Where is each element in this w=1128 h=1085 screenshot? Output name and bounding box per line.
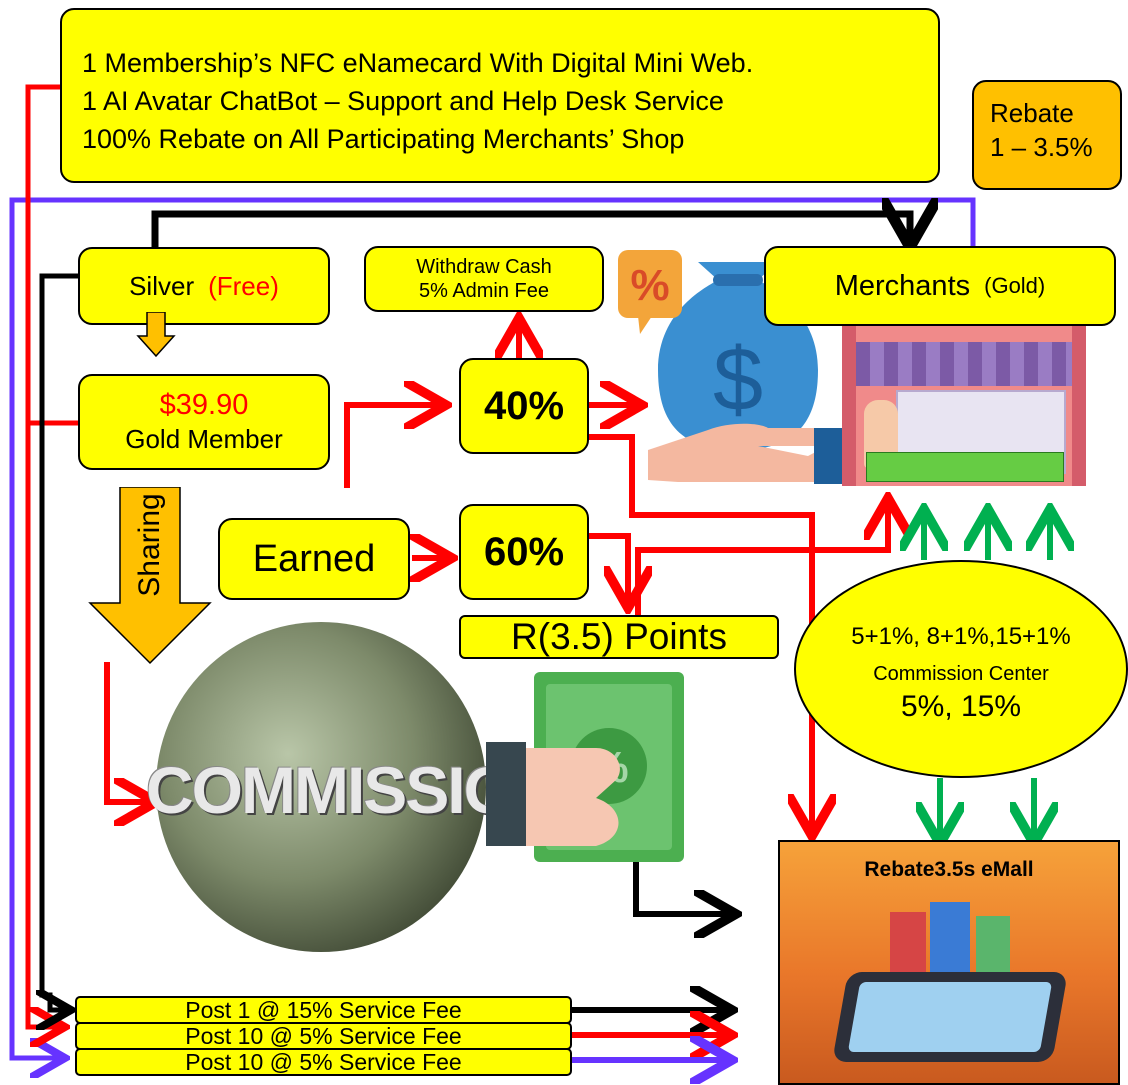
pct-60-label: 60% [483,529,565,574]
shop-front-icon [842,326,1086,486]
sharing-label: Sharing [133,493,166,597]
merchants-tier: (Gold) [984,273,1046,298]
pct-40-box: 40% [459,358,589,454]
gold-to-40-line [344,405,440,488]
money-ball-icon [156,622,486,952]
commission-center-label: Commission Center [873,662,1049,685]
commission-center-ellipse: 5+1%, 8+1%,15+1% Commission Center 5%, 1… [794,560,1128,778]
black-l-arrow [633,858,730,914]
gold-member-box: $39.90 Gold Member [78,374,330,470]
earned-box: Earned [218,518,410,600]
membership-line-2: 1 AI Avatar ChatBot – Support and Help D… [82,86,724,116]
emall-panel: Rebate3.5s eMall [778,840,1120,1085]
commission-rates-1: 5+1%, 8+1%,15+1% [851,622,1071,650]
earned-label: Earned [252,537,376,580]
silver-free-label: (Free) [208,270,279,301]
points-to-merchant-line [635,504,888,615]
silver-label: Silver [129,270,195,301]
commission-word: COMMISSION [146,753,561,827]
post-bar-3: Post 10 @ 5% Service Fee [75,1048,572,1076]
rebate-label: Rebate [990,98,1074,128]
membership-box: 1 Membership’s NFC eNamecard With Digita… [60,8,940,183]
emall-title: Rebate3.5s eMall [864,858,1034,881]
withdraw-line-2: 5% Admin Fee [418,280,550,302]
points-box: R(3.5) Points [459,615,779,659]
post-3-label: Post 10 @ 5% Service Fee [185,1048,462,1075]
red-to-commission-line [104,662,150,802]
post-bar-2: Post 10 @ 5% Service Fee [75,1022,572,1050]
pct-40-label: 40% [483,383,565,428]
rebate-range: 1 – 3.5% [990,132,1093,162]
percent-badge-icon: % [630,261,669,310]
commission-rates-2: 5%, 15% [900,689,1022,723]
post-2-label: Post 10 @ 5% Service Fee [185,1022,462,1049]
points-label: R(3.5) Points [511,616,727,657]
black-left-line [42,273,80,1010]
svg-text:$: $ [713,330,763,430]
hand-percent-icon: % [486,672,684,862]
60-to-points-line [588,533,628,602]
merchants-label: Merchants [834,269,971,302]
gold-label: Gold Member [125,424,283,454]
rebate-box: Rebate 1 – 3.5% [972,80,1122,190]
purple-loop-line [9,197,976,1058]
post-1-label: Post 1 @ 15% Service Fee [185,996,462,1023]
pct-60-box: 60% [459,504,589,600]
withdraw-line-1: Withdraw Cash [416,256,552,278]
sharing-arrow: Sharing [88,487,212,665]
gold-price: $39.90 [159,389,249,421]
membership-line-3: 100% Rebate on All Participating Merchan… [82,124,685,154]
black-top-line [151,214,910,248]
membership-line-1: 1 Membership’s NFC eNamecard With Digita… [82,48,754,78]
withdraw-box: Withdraw Cash 5% Admin Fee [364,246,604,312]
silver-box: Silver (Free) [78,247,330,325]
merchants-box: Merchants (Gold) [764,246,1116,326]
post-bar-1: Post 1 @ 15% Service Fee [75,996,572,1024]
red-left-line [25,84,62,1027]
mall-phone-icon [832,972,1068,1062]
silver-down-arrow [136,312,176,358]
